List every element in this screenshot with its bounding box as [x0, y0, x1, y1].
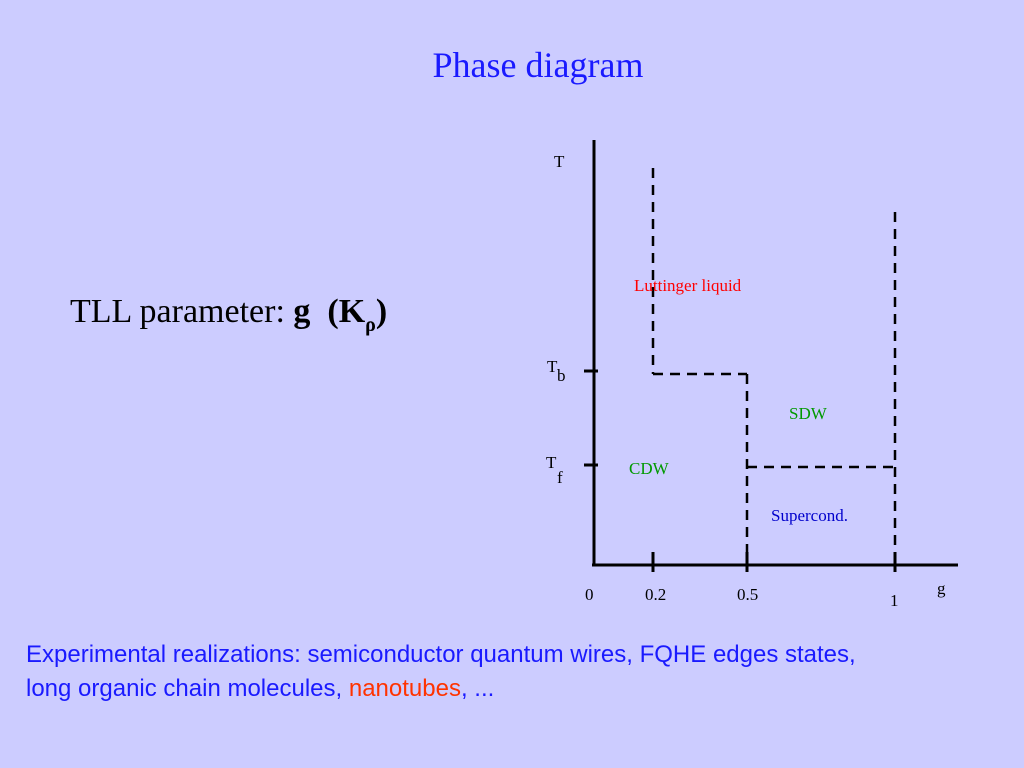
experimental-realizations-text: Experimental realizations: semiconductor…	[26, 638, 1016, 706]
region-supercond: Supercond.	[771, 506, 848, 525]
x-axis-label: g	[937, 579, 946, 598]
region-cdw: CDW	[629, 459, 670, 478]
param-close-paren: )	[375, 293, 388, 330]
param-symbol-g: g	[293, 293, 311, 330]
region-sdw: SDW	[789, 404, 828, 423]
footer-line-1: Experimental realizations: semiconductor…	[26, 641, 856, 668]
footer-line-2-prefix: long organic chain molecules,	[26, 675, 349, 702]
region-luttinger-liquid: Luttinger liquid	[634, 276, 742, 295]
footer-line-2-suffix: , ...	[460, 675, 495, 702]
param-symbol-k: K	[338, 293, 366, 330]
slide-title: Phase diagram	[432, 45, 644, 85]
param-open-paren: (	[327, 293, 339, 330]
tb-label-sub: b	[557, 366, 566, 385]
tb-label-main: T	[547, 357, 558, 376]
y-axis-label: T	[554, 152, 565, 171]
tf-label-main: T	[546, 453, 557, 472]
tick-label-0: 0	[585, 585, 594, 604]
param-subscript-rho: ρ	[365, 314, 376, 336]
tf-label-sub: f	[557, 468, 563, 487]
tick-label-g1: 1	[890, 591, 899, 610]
tll-parameter-label: TLL parameter: g (Kρ)	[70, 293, 387, 337]
tick-label-g02: 0.2	[645, 585, 666, 604]
tick-label-g05: 0.5	[737, 585, 758, 604]
param-prefix: TLL parameter:	[70, 293, 294, 330]
footer-line-2: long organic chain molecules, nanotubes,…	[26, 672, 1016, 706]
nanotubes-highlight: nanotubes	[348, 675, 461, 702]
